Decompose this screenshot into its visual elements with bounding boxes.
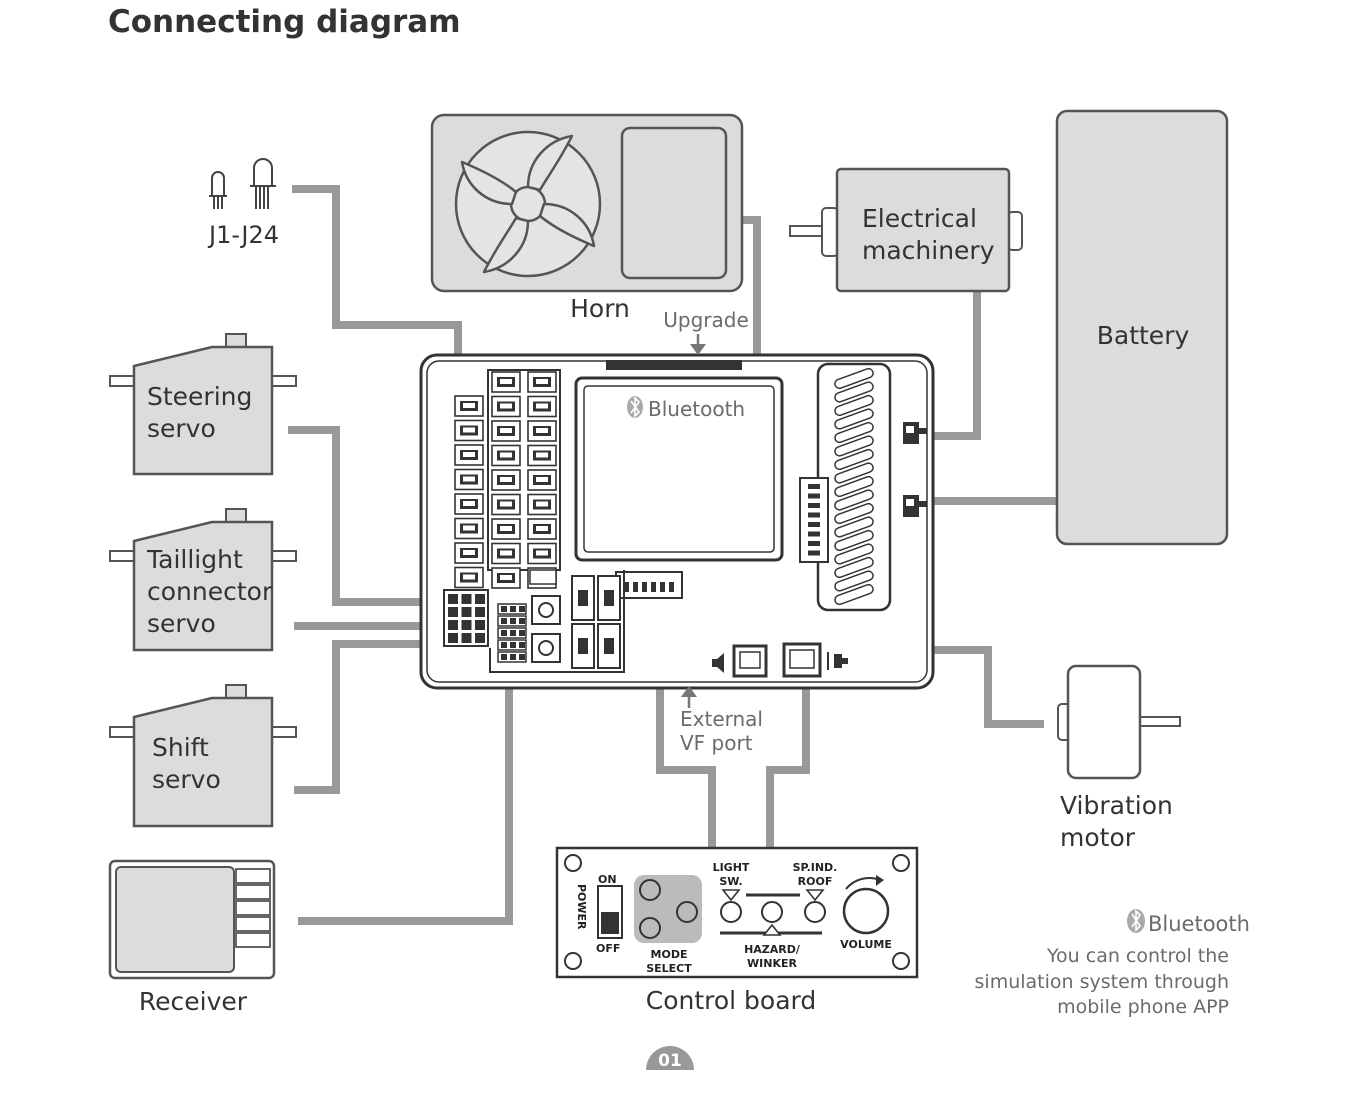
- horn-label: Horn: [570, 294, 630, 323]
- board-bluetooth-label: Bluetooth: [648, 397, 745, 421]
- mode-button-2[interactable]: [676, 901, 698, 923]
- taillight-servo-label-1: Taillight: [146, 545, 243, 574]
- wire-motor: [930, 292, 981, 440]
- receiver: [108, 859, 276, 980]
- hazard-winker-label-1: HAZARD/: [744, 943, 801, 956]
- note-line-1: You can control the: [1046, 945, 1229, 967]
- shift-servo: [109, 684, 297, 828]
- control-board-label: Control board: [646, 986, 817, 1015]
- note-bluetooth-icon: [1127, 909, 1145, 933]
- external-arrow-icon: [681, 686, 697, 708]
- spind-roof-button[interactable]: [804, 901, 826, 923]
- wire-receiver: [298, 660, 513, 925]
- light-sw-label-1: LIGHT: [713, 861, 750, 874]
- page-number-badge: [646, 1046, 694, 1070]
- diagram-title: Connecting diagram: [108, 4, 461, 40]
- wire-led: [292, 185, 462, 405]
- light-sw-button[interactable]: [720, 901, 742, 923]
- taillight-servo-label-3: servo: [147, 609, 216, 638]
- steering-servo-label-1: Steering: [147, 382, 252, 411]
- receiver-label: Receiver: [139, 987, 248, 1016]
- led-label: J1-J24: [207, 221, 279, 249]
- mode-button-3[interactable]: [639, 917, 661, 939]
- wire-steering: [288, 426, 448, 606]
- on-label: ON: [598, 873, 617, 886]
- battery: [1055, 109, 1229, 546]
- shift-servo-label-2: servo: [152, 765, 221, 794]
- vibration-motor-label-2: motor: [1060, 823, 1136, 852]
- note-line-2: simulation system through: [975, 971, 1229, 993]
- volume-knob[interactable]: [842, 887, 890, 935]
- upgrade-arrow-icon: [690, 334, 706, 355]
- board-screen: [574, 376, 784, 562]
- volume-label: VOLUME: [840, 938, 892, 951]
- page-number: 01: [658, 1051, 682, 1071]
- mode-select-label-2: SELECT: [646, 962, 692, 975]
- wire-shift: [294, 640, 448, 794]
- speaker-icon: [712, 653, 724, 673]
- main-board: Bluetooth: [419, 353, 935, 690]
- led-icon: [209, 158, 276, 209]
- mode-select-label-1: MODE: [651, 948, 688, 961]
- upgrade-label: Upgrade: [663, 308, 749, 332]
- hazard-winker-button[interactable]: [761, 901, 783, 923]
- note-bluetooth-label: Bluetooth: [1148, 912, 1250, 936]
- spind-roof-label-2: ROOF: [798, 875, 833, 888]
- mode-button-1[interactable]: [639, 879, 661, 901]
- taillight-connector-servo: [109, 508, 297, 652]
- vibration-motor-label-1: Vibration: [1060, 791, 1173, 820]
- external-vf-label-2: VF port: [680, 731, 753, 755]
- electrical-machinery: [789, 167, 1023, 293]
- note-line-3: mobile phone APP: [1057, 996, 1229, 1018]
- electrical-machinery-label-2: machinery: [862, 236, 995, 265]
- steering-servo: [109, 333, 297, 476]
- steering-servo-label-2: servo: [147, 414, 216, 443]
- external-vf-label-1: External: [680, 707, 763, 731]
- light-sw-label-2: SW.: [719, 875, 742, 888]
- electrical-machinery-label-1: Electrical: [862, 204, 977, 233]
- vibration-icon: [827, 652, 848, 670]
- spind-roof-label-1: SP.IND.: [793, 861, 838, 874]
- horn: [430, 113, 744, 293]
- battery-label: Battery: [1097, 321, 1190, 350]
- vibration-motor: [1057, 664, 1181, 780]
- taillight-servo-label-2: connector: [147, 577, 273, 606]
- shift-servo-label-1: Shift: [152, 733, 209, 762]
- power-label: POWER: [575, 884, 588, 930]
- control-board: POWER ON OFF MODE SELECT LIGHT SW. SP.IN…: [555, 846, 919, 979]
- off-label: OFF: [596, 942, 620, 955]
- hazard-winker-label-2: WINKER: [747, 957, 797, 970]
- bluetooth-icon: [627, 396, 643, 418]
